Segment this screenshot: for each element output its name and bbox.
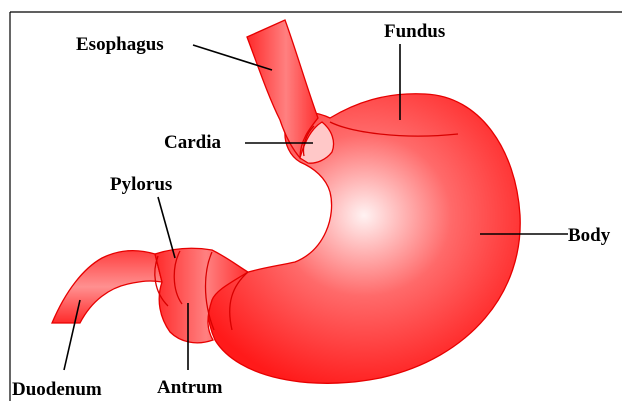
pylorus-label: Pylorus (110, 174, 172, 195)
duodenum-shape (52, 251, 162, 323)
cardia-label: Cardia (164, 132, 222, 153)
fundus-label: Fundus (384, 21, 445, 42)
stomach-body-shape (208, 94, 520, 384)
antrum-label: Antrum (157, 377, 223, 398)
duodenum-label: Duodenum (12, 379, 102, 400)
body-label: Body (568, 225, 611, 246)
esophagus-label: Esophagus (76, 34, 164, 55)
pylorus-leader (158, 197, 175, 258)
